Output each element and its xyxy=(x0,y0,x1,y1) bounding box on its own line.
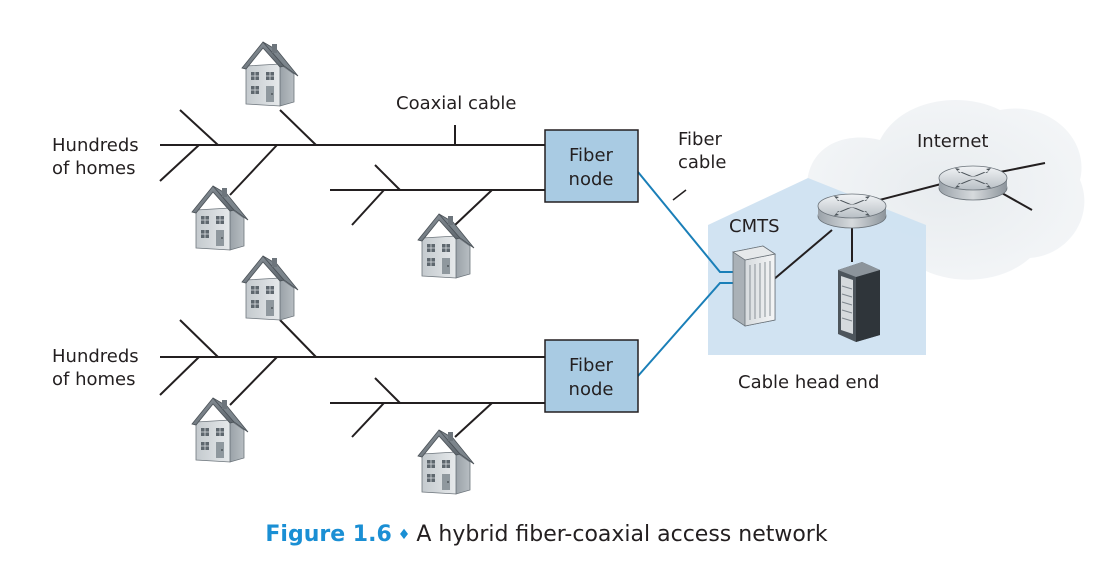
fiber-cable-label-line2: cable xyxy=(678,152,726,173)
figure-caption: Figure 1.6 ♦ A hybrid fiber-coaxial access… xyxy=(0,522,1093,547)
router-icon xyxy=(817,193,887,229)
fiber-node-top-line2: node xyxy=(569,169,614,190)
fiber-cable-pointer xyxy=(672,189,687,201)
house-icon xyxy=(191,397,249,463)
house-icon xyxy=(191,185,249,251)
fiber-node-top: Fiber node xyxy=(544,129,639,203)
fiber-cable-label-line1: Fiber xyxy=(678,129,723,150)
cmts-label: CMTS xyxy=(729,216,780,237)
internet-label: Internet xyxy=(917,131,988,152)
hundreds-of-homes-top-line1: Hundreds xyxy=(52,135,139,156)
figure-number: Figure 1.6 xyxy=(265,522,392,547)
fiber-node-bottom-line1: Fiber xyxy=(569,355,614,376)
cmts-icon xyxy=(731,245,777,327)
house-icon xyxy=(417,213,475,279)
hfc-diagram: Fiber node Fiber node xyxy=(52,41,1085,495)
house-icon xyxy=(417,429,475,495)
hundreds-of-homes-bottom-line2: of homes xyxy=(52,369,135,390)
router-icon xyxy=(938,165,1008,201)
fiber-node-bottom-line2: node xyxy=(569,379,614,400)
cable-head-end-label: Cable head end xyxy=(738,372,879,393)
server-icon xyxy=(838,262,880,342)
fiber-node-bottom: Fiber node xyxy=(544,339,639,413)
caption-separator: ♦ xyxy=(397,527,411,543)
house-icon xyxy=(241,41,299,107)
fiber-node-top-line1: Fiber xyxy=(569,145,614,166)
figure-title: A hybrid fiber-coaxial access network xyxy=(416,522,828,547)
hundreds-of-homes-top-line2: of homes xyxy=(52,158,135,179)
hundreds-of-homes-bottom-line1: Hundreds xyxy=(52,346,139,367)
coaxial-cable-network xyxy=(159,109,545,438)
coaxial-cable-label: Coaxial cable xyxy=(396,93,516,114)
house-icon xyxy=(241,255,299,321)
fiber-cable-lines xyxy=(637,171,737,377)
